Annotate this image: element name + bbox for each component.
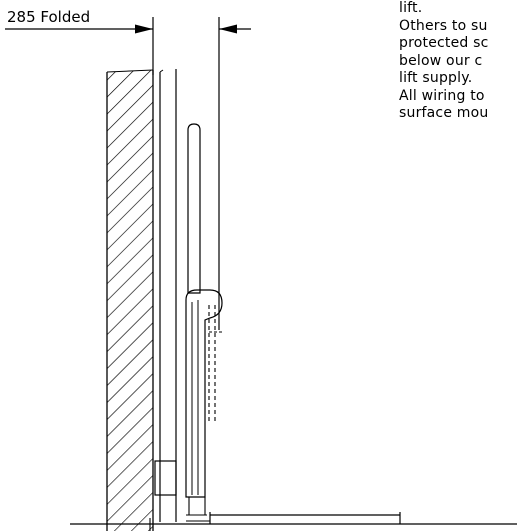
mast-top-cap (159, 69, 164, 73)
wall-break-line (106, 69, 154, 73)
guide-rail (187, 123, 201, 294)
floor-and-platform (70, 512, 517, 531)
wall-hatching (107, 70, 153, 531)
wall-section (106, 69, 154, 531)
dimension-arrow-left (135, 24, 153, 34)
note-line: protected sc (399, 35, 489, 51)
dimension-label: 285 Folded (7, 8, 90, 26)
note-line: lift. (399, 0, 423, 16)
note-line: All wiring to (399, 87, 485, 104)
dimension-285-folded: 285 Folded (5, 8, 251, 330)
lift-mast (154, 69, 177, 522)
hidden-lines (208, 305, 222, 423)
dimension-arrow-right (219, 24, 237, 34)
carriage-body (185, 289, 223, 498)
lift-carriage (185, 289, 223, 516)
notes-block: lift. Others to su protected sc below ou… (399, 0, 517, 123)
guide-rail-slot (187, 123, 201, 294)
mast-base-block (154, 460, 177, 496)
note-line: Others to su (399, 17, 488, 34)
note-line: surface mou (399, 105, 489, 121)
note-line: below our c (399, 52, 483, 69)
note-line: lift supply. (399, 70, 473, 86)
